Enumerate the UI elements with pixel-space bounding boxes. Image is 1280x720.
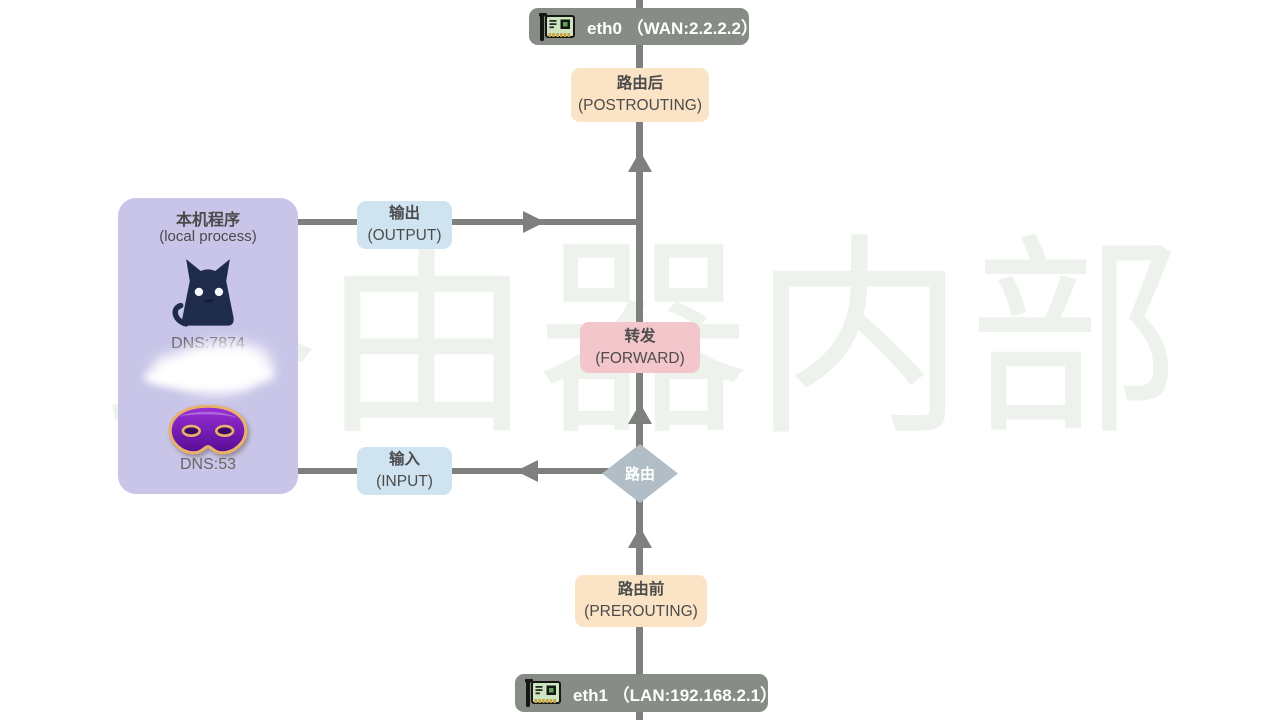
forward-label-en: (FORWARD) bbox=[595, 349, 685, 367]
input-label-en: (INPUT) bbox=[376, 473, 433, 490]
up-arrow-icon bbox=[628, 527, 652, 548]
clash-cat-icon bbox=[172, 259, 234, 327]
up-arrow-icon bbox=[628, 403, 652, 424]
diamond-shape bbox=[602, 444, 678, 503]
network-card-icon bbox=[539, 12, 575, 41]
output-flow-line bbox=[297, 219, 643, 225]
up-arrow-icon bbox=[628, 151, 652, 172]
local-process-title-zh: 本机程序 bbox=[175, 212, 240, 229]
smoke-cloud bbox=[174, 358, 244, 378]
eth0-label: eth0 （WAN:2.2.2.2） bbox=[587, 19, 758, 38]
eth0-node: eth0 （WAN:2.2.2.2） bbox=[529, 8, 758, 45]
local-process-title-en: (local process) bbox=[159, 228, 257, 245]
prerouting-node: 路由前 (PREROUTING) bbox=[575, 575, 707, 627]
prerouting-label-en: (PREROUTING) bbox=[584, 603, 698, 620]
dns-53-label: DNS:53 bbox=[179, 456, 237, 473]
postrouting-node: 路由后 (POSTROUTING) bbox=[571, 68, 709, 122]
right-arrow-icon bbox=[523, 211, 545, 233]
prerouting-label-zh: 路由前 bbox=[617, 581, 665, 599]
postrouting-label-zh: 路由后 bbox=[616, 75, 664, 93]
dns-7874-label: DNS:7874 bbox=[171, 335, 245, 352]
network-card-icon bbox=[525, 679, 561, 707]
local-process-panel: 本机程序 (local process) DNS:7874 DN bbox=[118, 198, 298, 494]
eth1-node: eth1 （LAN:192.168.2.1） bbox=[515, 674, 777, 712]
eth1-label: eth1 （LAN:192.168.2.1） bbox=[573, 685, 778, 705]
output-label-zh: 输出 bbox=[388, 205, 420, 223]
left-arrow-icon bbox=[516, 460, 538, 482]
output-label-en: (OUTPUT) bbox=[367, 227, 442, 244]
forward-label-zh: 转发 bbox=[624, 327, 656, 345]
forward-node: 转发 (FORWARD) bbox=[580, 322, 700, 373]
input-flow-line bbox=[297, 468, 620, 474]
dnsmasq-mask-icon bbox=[168, 404, 248, 455]
postrouting-label-en: (POSTROUTING) bbox=[578, 97, 702, 114]
route-label: 路由 bbox=[624, 466, 655, 483]
route-decision-diamond: 路由 bbox=[602, 444, 678, 503]
input-label-zh: 输入 bbox=[388, 451, 420, 469]
output-node: 输出 (OUTPUT) bbox=[357, 201, 452, 249]
input-node: 输入 (INPUT) bbox=[357, 447, 452, 495]
